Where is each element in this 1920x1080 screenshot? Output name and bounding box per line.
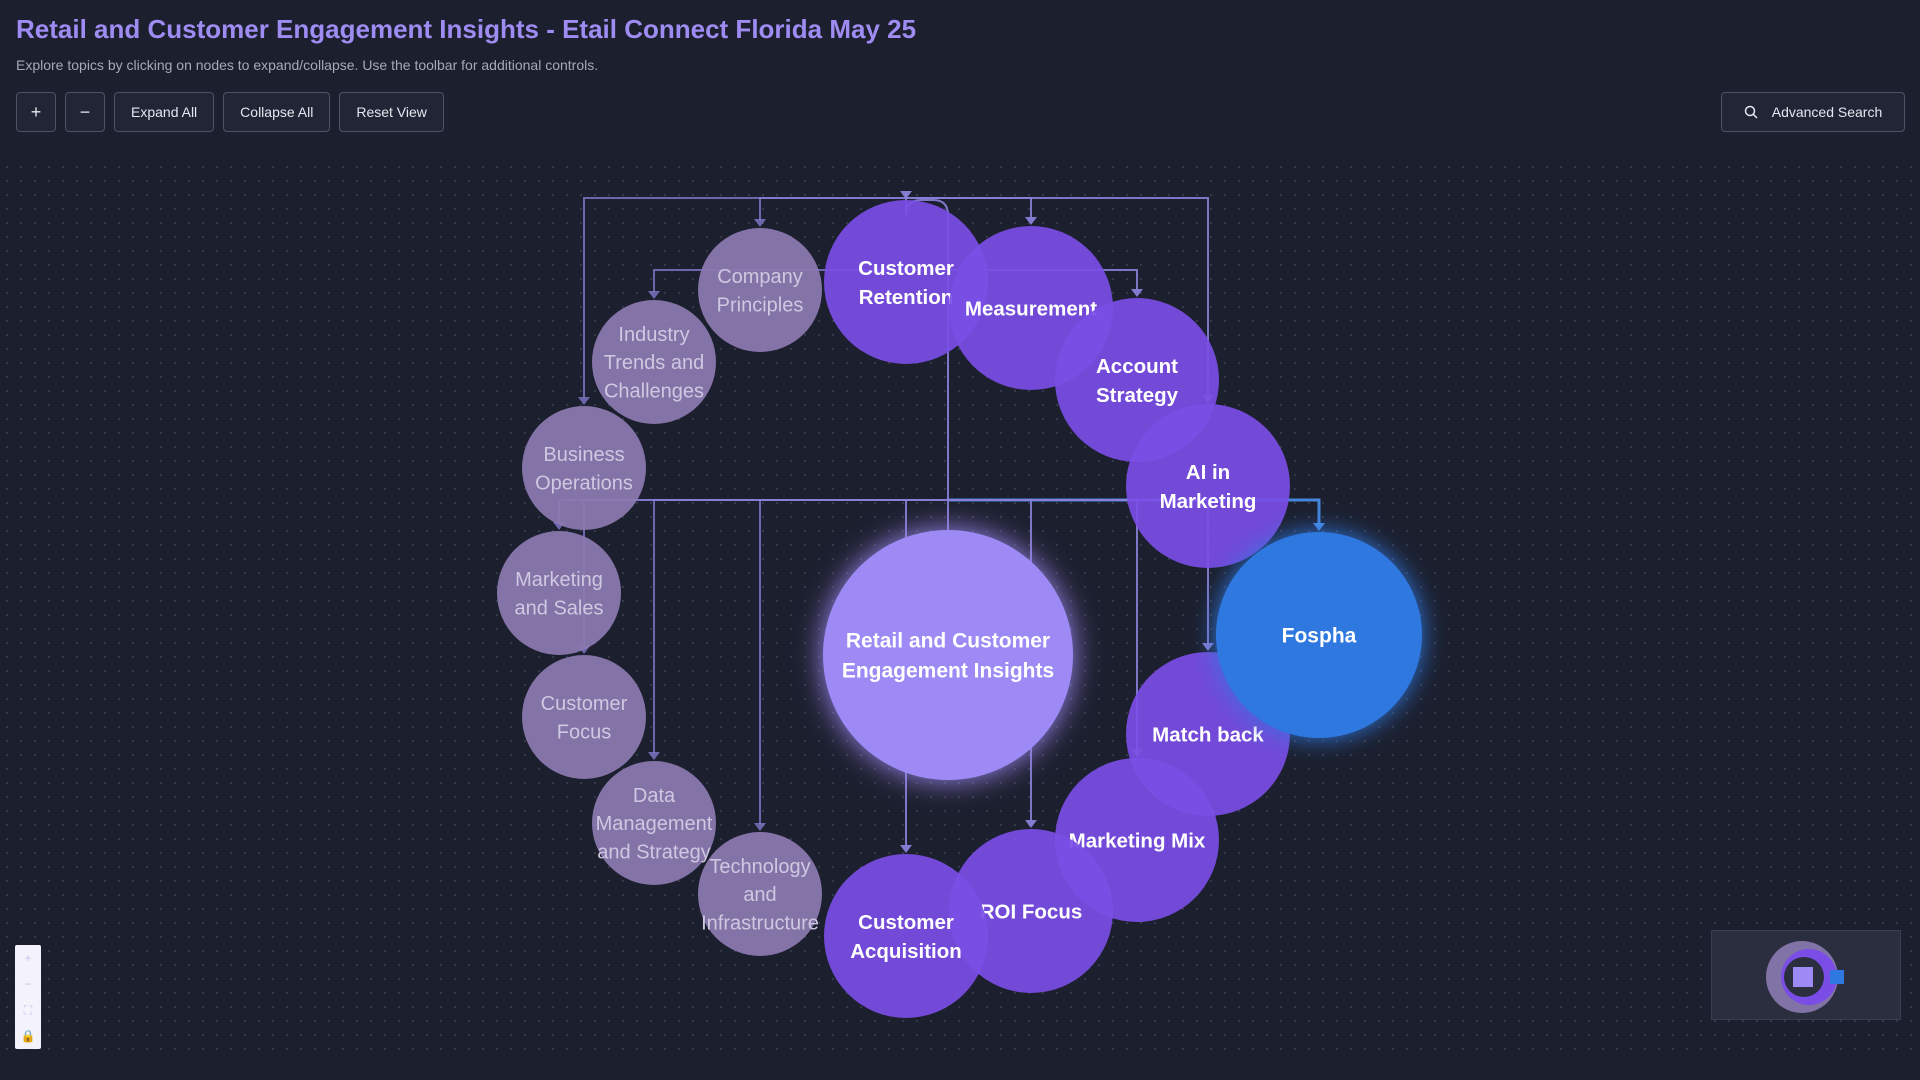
node-technology-and-infrastructure-label: Infrastructure: [701, 913, 819, 935]
node-customer-acquisition-label: Customer: [858, 911, 954, 934]
arrowhead-technology-and-infrastructure: [754, 823, 766, 831]
zoom-controls: + − ⛶ 🔒: [15, 945, 41, 1049]
node-marketing-and-sales[interactable]: Marketing and Sales: [497, 531, 621, 655]
node-customer-acquisition-circle: [824, 854, 988, 1018]
zoom-out-button[interactable]: −: [65, 92, 105, 132]
arrowhead-account-strategy: [1131, 289, 1143, 297]
node-marketing-and-sales-label: and Sales: [515, 597, 604, 619]
node-ai-in-marketing-circle: [1126, 404, 1290, 568]
arrowhead-company-principles: [754, 219, 766, 227]
node-roi-focus[interactable]: ROI Focus: [949, 829, 1113, 993]
node-business-operations-label: Operations: [535, 472, 633, 494]
node-measurement-label: Measurement: [965, 297, 1097, 320]
zoom-out-small-icon[interactable]: −: [24, 977, 32, 991]
node-industry-trends-and-challenges-label: Challenges: [604, 381, 704, 403]
search-icon: [1744, 105, 1758, 119]
edge-business-operations: [583, 197, 948, 398]
arrowhead-business-operations: [578, 397, 590, 405]
node-marketing-mix-label: Marketing Mix: [1069, 829, 1206, 852]
node-fospha-label: Fospha: [1282, 625, 1357, 648]
page-subtitle: Explore topics by clicking on nodes to e…: [16, 57, 599, 73]
node-ai-in-marketing[interactable]: AI in Marketing: [1126, 404, 1290, 568]
arrowhead-measurement: [1025, 217, 1037, 225]
node-business-operations-label: Business: [543, 444, 624, 466]
fit-view-icon[interactable]: ⛶: [23, 1003, 33, 1017]
arrowhead-industry-trends-and-challenges: [648, 291, 660, 299]
node-roi-focus-circle: [949, 829, 1113, 993]
arrowhead-customer-acquisition: [900, 845, 912, 853]
edge-ai-in-marketing: [948, 197, 1209, 396]
page-title: Retail and Customer Engagement Insights …: [16, 14, 917, 44]
toolbar: + − Expand All Collapse All Reset View: [16, 92, 444, 132]
node-customer-retention-label: Customer: [858, 257, 954, 280]
node-industry-trends-and-challenges-label: Industry: [618, 324, 689, 346]
node-customer-focus-circle: [522, 655, 646, 779]
node-data-management-and-strategy-circle: [592, 761, 716, 885]
reset-view-button[interactable]: Reset View: [339, 92, 444, 132]
node-ai-in-marketing-label: AI in: [1186, 461, 1230, 484]
node-account-strategy-label: Account: [1096, 355, 1178, 378]
node-customer-retention-label: Retention: [859, 286, 954, 309]
arrowhead-roi-focus: [1025, 820, 1037, 828]
edge-measurement: [948, 197, 1032, 218]
node-marketing-and-sales-circle: [497, 531, 621, 655]
node-industry-trends-and-challenges-circle: [592, 300, 716, 424]
node-root-circle: [823, 530, 1073, 780]
arrowhead-customer-retention: [900, 191, 912, 199]
node-fospha[interactable]: Fospha: [1216, 532, 1422, 738]
node-data-management-and-strategy-label: Data: [633, 785, 676, 807]
node-technology-and-infrastructure-label: and: [743, 884, 776, 906]
advanced-search-button[interactable]: Advanced Search: [1721, 92, 1905, 132]
node-roi-focus-label: ROI Focus: [980, 900, 1083, 923]
header: Retail and Customer Engagement Insights …: [16, 14, 916, 73]
advanced-search-label: Advanced Search: [1771, 104, 1883, 120]
node-data-management-and-strategy-label: Management: [596, 813, 713, 835]
lock-icon[interactable]: 🔒: [20, 1029, 36, 1043]
node-technology-and-infrastructure-label: Technology: [709, 856, 810, 878]
node-customer-focus-label: Customer: [541, 693, 628, 715]
arrowhead-data-management-and-strategy: [648, 752, 660, 760]
node-business-operations-circle: [522, 406, 646, 530]
node-data-management-and-strategy-label: and Strategy: [597, 842, 710, 864]
arrowhead-fospha: [1313, 523, 1325, 531]
zoom-in-button[interactable]: +: [16, 92, 56, 132]
node-root-label: Engagement Insights: [842, 659, 1054, 682]
arrowhead-match-back: [1202, 643, 1214, 651]
node-account-strategy-label: Strategy: [1096, 384, 1179, 407]
node-technology-and-infrastructure-circle: [698, 832, 822, 956]
node-root-label: Retail and Customer: [846, 630, 1050, 653]
collapse-all-button[interactable]: Collapse All: [223, 92, 331, 132]
node-industry-trends-and-challenges-label: Trends and: [604, 352, 704, 374]
minimap[interactable]: [1711, 930, 1901, 1020]
node-customer-focus-label: Focus: [557, 721, 611, 743]
node-match-back-label: Match back: [1152, 723, 1264, 746]
node-customer-acquisition-label: Acquisition: [850, 940, 962, 963]
zoom-in-small-icon[interactable]: +: [24, 951, 32, 965]
node-company-principles-label: Principles: [717, 294, 804, 316]
node-marketing-and-sales-label: Marketing: [515, 569, 603, 591]
node-company-principles-circle: [698, 228, 822, 352]
node-ai-in-marketing-label: Marketing: [1160, 490, 1257, 513]
node-customer-retention-circle: [824, 200, 988, 364]
node-fospha-circle: [1216, 532, 1422, 738]
minimap-preview: [1766, 941, 1844, 1013]
node-company-principles-label: Company: [717, 266, 803, 288]
expand-all-button[interactable]: Expand All: [114, 92, 215, 132]
